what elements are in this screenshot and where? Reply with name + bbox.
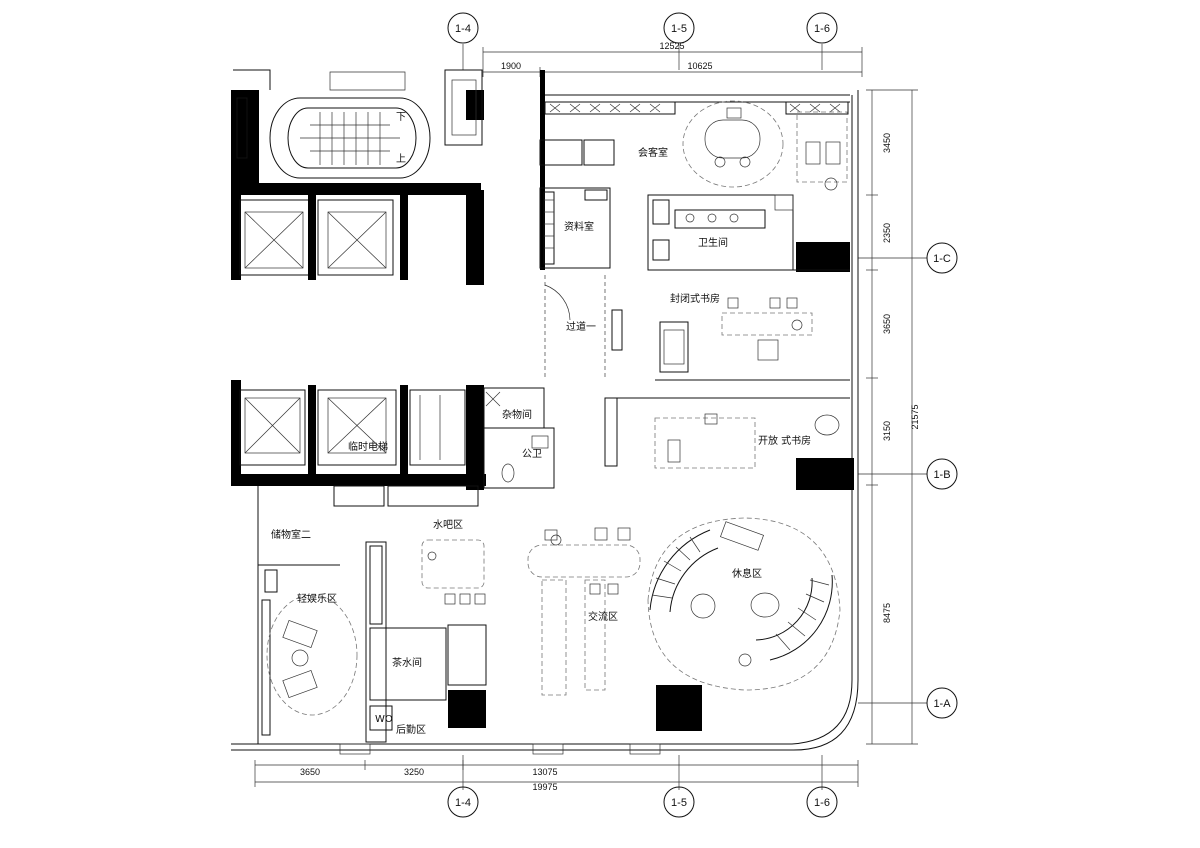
storage-and-wc [483, 387, 555, 489]
dim-right-3: 3650 [882, 314, 892, 334]
room-label-public-wc: 公卫 [522, 449, 542, 460]
grid-bubble-bottom-1-5: 1-5 [663, 786, 695, 818]
dim-top-1: 1900 [501, 61, 521, 71]
corridor [544, 275, 623, 380]
dim-top-total: 12525 [659, 41, 684, 51]
dimension-right: 3450 2350 3650 3150 8475 21575 [866, 89, 920, 745]
room-label-corridor: 过道一 [566, 320, 596, 333]
dimension-top: 12525 1900 10625 [482, 41, 863, 77]
archive-room [539, 139, 615, 269]
room-label-storage-2: 储物室二 [271, 528, 311, 541]
dim-top-2: 10625 [687, 61, 712, 71]
svg-text:1-A: 1-A [933, 698, 951, 710]
room-label-storage: 杂物间 [502, 408, 532, 421]
room-label-exchange: 交流区 [588, 610, 618, 623]
rest-area [647, 517, 841, 731]
svg-text:1-4: 1-4 [455, 23, 471, 35]
room-label-closed-study: 封闭式书房 [670, 292, 720, 305]
room-label-water-bar: 水吧区 [433, 519, 463, 531]
room-label-back-service: 后勤区 [396, 723, 426, 736]
svg-text:1-4: 1-4 [455, 797, 471, 809]
water-bar-tea [365, 539, 487, 743]
grid-bubble-top-1-4: 1-4 [447, 12, 479, 44]
dim-bottom-3: 13075 [532, 767, 557, 777]
grid-lines [462, 44, 927, 790]
closed-study [655, 269, 850, 381]
open-study [604, 397, 854, 490]
outer-walls [231, 70, 859, 751]
reception-partition [544, 101, 849, 115]
room-label-reception: 会客室 [638, 146, 668, 159]
svg-text:1-6: 1-6 [814, 23, 830, 35]
room-label-open-study: 开放 式书房 [758, 434, 811, 447]
dimension-bottom: 3650 3250 13075 19975 [254, 760, 859, 792]
stair-core: 下 上 [231, 69, 484, 285]
dim-bottom-2: 3250 [404, 767, 424, 777]
grid-bubble-bottom-1-4: 1-4 [447, 786, 479, 818]
svg-text:1-6: 1-6 [814, 797, 830, 809]
exchange-area [527, 527, 641, 696]
room-label-rest: 休息区 [732, 567, 762, 580]
room-label-toilet: 卫生间 [698, 236, 728, 249]
dim-bottom-1: 3650 [300, 767, 320, 777]
svg-text:1-5: 1-5 [671, 23, 687, 35]
room-label-archive: 资料室 [564, 220, 594, 233]
dim-bottom-total: 19975 [532, 782, 557, 792]
room-label-wo: WO [375, 714, 393, 725]
reception-table [682, 100, 848, 191]
toilet-room [647, 194, 850, 272]
grid-bubble-right-1-A: 1-A [926, 687, 958, 719]
svg-text:1-C: 1-C [933, 253, 951, 265]
room-label-light-entertainment: 轻娱乐区 [297, 592, 337, 605]
elevators-upper [239, 190, 408, 280]
dim-right-1: 3450 [882, 133, 892, 153]
stair-down-label: 下 [396, 112, 406, 123]
bottom-windows [339, 743, 661, 755]
dim-right-4: 3150 [882, 421, 892, 441]
grid-bubble-bottom-1-6: 1-6 [806, 786, 838, 818]
grid-bubble-top-1-6: 1-6 [806, 12, 838, 44]
svg-text:1-5: 1-5 [671, 797, 687, 809]
grid-bubble-top-1-5: 1-5 [663, 12, 695, 44]
grid-bubble-right-1-C: 1-C [926, 242, 958, 274]
dim-right-2: 2350 [882, 223, 892, 243]
elevators-lower [239, 389, 466, 466]
dim-right-5: 8475 [882, 603, 892, 623]
stair-up-label: 上 [396, 153, 406, 165]
room-label-temp-elevator: 临时电梯 [348, 440, 388, 453]
dim-right-total: 21575 [910, 404, 920, 429]
room-label-tea-room: 茶水间 [392, 656, 422, 669]
svg-text:1-B: 1-B [933, 469, 950, 481]
lower-left-rooms [257, 485, 479, 744]
grid-bubble-right-1-B: 1-B [926, 458, 958, 490]
